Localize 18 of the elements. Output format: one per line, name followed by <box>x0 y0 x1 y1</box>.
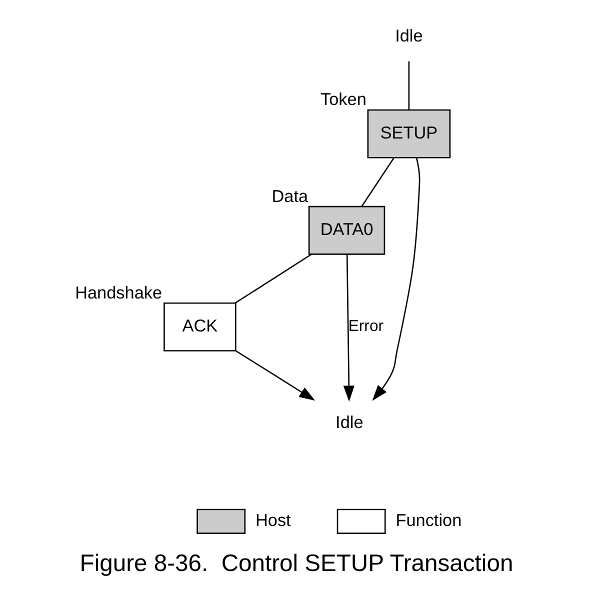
node-label: Token <box>320 89 366 110</box>
node-box: SETUP <box>366 109 450 158</box>
node-text: Idle <box>335 412 363 432</box>
connector <box>360 158 394 207</box>
node-label: Data <box>271 186 308 206</box>
arrow <box>234 350 315 401</box>
connector <box>408 61 410 110</box>
node-box: DATA0 <box>308 206 385 255</box>
caption: Figure 8-36. Control SETUP Transaction <box>79 550 513 577</box>
node-label: Handshake <box>74 282 162 302</box>
node-text: Idle <box>394 26 422 46</box>
arrow <box>342 254 354 402</box>
legend-label: Function <box>395 510 462 530</box>
edge-label: Error <box>348 318 384 336</box>
connector <box>234 254 312 304</box>
arrow <box>372 158 420 401</box>
legend-label: Host <box>254 510 290 530</box>
node-box: ACK <box>163 302 236 352</box>
